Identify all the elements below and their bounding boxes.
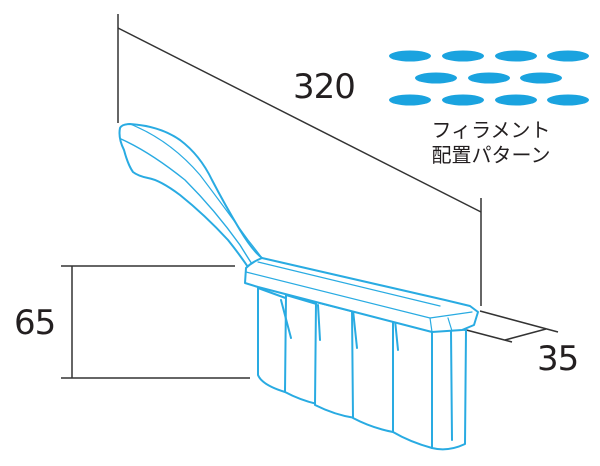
caption-line-1: フィラメント [431, 118, 551, 142]
height-dimension-label: 65 [14, 303, 56, 343]
brush-head [244, 257, 479, 333]
brush-handle [118, 123, 263, 271]
bristle-tuft-4 [351, 309, 396, 433]
height-dimension-lines [61, 265, 250, 379]
length-dimension-lines [117, 14, 482, 306]
bristle-tuft-3 [314, 301, 356, 419]
filament-pattern-caption: フィラメント 配置パターン [416, 118, 566, 168]
brush-outline [118, 123, 479, 451]
width-dimension-label: 35 [537, 339, 579, 379]
filament-pattern [389, 50, 589, 106]
caption-line-2: 配置パターン [431, 143, 551, 167]
bristle-tuft-5 [392, 319, 434, 449]
length-dimension-label: 320 [293, 67, 356, 107]
bristle-tuft-6 [431, 327, 467, 451]
